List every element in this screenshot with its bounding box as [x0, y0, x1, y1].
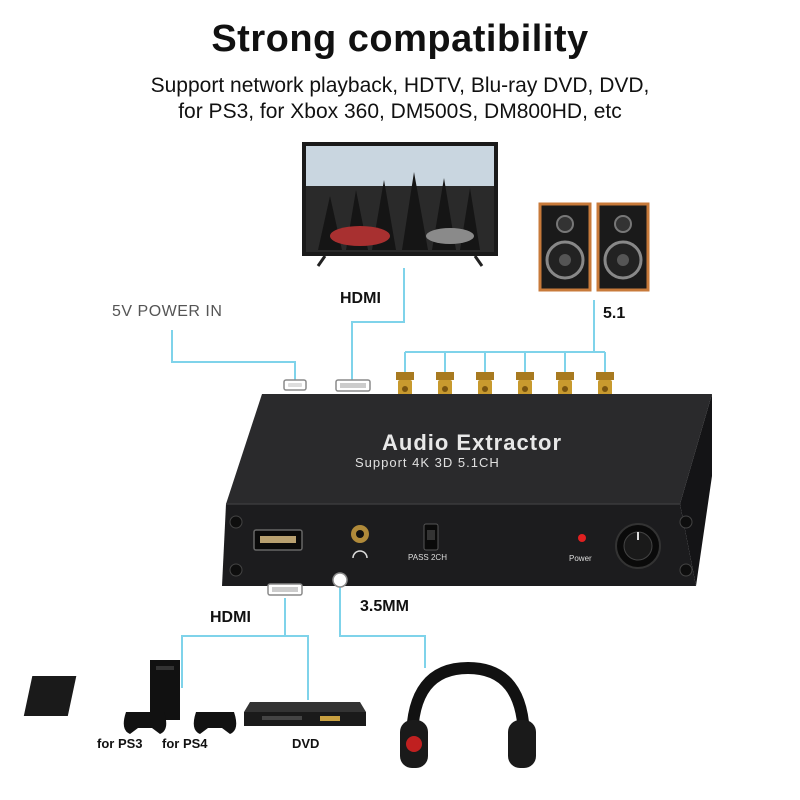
tv-icon [302, 142, 498, 267]
dvd-player-icon [244, 702, 366, 726]
rca-connector-icon [516, 372, 534, 398]
page-title: Strong compatibility [211, 18, 589, 60]
label-ps4: for PS4 [162, 736, 208, 751]
label-surround: 5.1 [603, 305, 626, 322]
rca-connector-icon [596, 372, 614, 398]
rca-connector-icon [436, 372, 454, 398]
subtitle-line-2: for PS3, for Xbox 360, DM500S, DM800HD, … [178, 100, 622, 123]
rca-connector-icon [396, 372, 414, 398]
headphones-icon [400, 661, 536, 768]
label-dvd: DVD [292, 736, 320, 751]
label-jack: 3.5MM [360, 598, 409, 615]
controller-icon [123, 712, 167, 734]
switch-label: PASS 2CH [408, 553, 447, 562]
speaker-icon [596, 202, 650, 292]
rca-connector-icon [476, 372, 494, 398]
connector-lines [171, 268, 606, 700]
controller-icon [193, 712, 237, 734]
volume-knob [615, 523, 661, 569]
audio-extractor-device [222, 394, 712, 586]
hdmi-plug-bottom-icon [267, 583, 303, 596]
label-power-in: 5V POWER IN [112, 303, 223, 320]
usb-power-plug-icon [283, 379, 307, 391]
device-support: Support 4K 3D 5.1CH [355, 455, 500, 470]
power-led [578, 534, 586, 542]
subtitle-line-1: Support network playback, HDTV, Blu-ray … [150, 74, 650, 97]
console-icon [150, 660, 180, 720]
console-icon [23, 676, 77, 716]
speaker-icon [538, 202, 592, 292]
label-ps3: for PS3 [97, 736, 143, 751]
headphone-jack-icon [351, 525, 369, 559]
label-hdmi-bottom: HDMI [210, 609, 251, 626]
pass-2ch-switch [423, 523, 439, 551]
hdmi-port-icon [253, 529, 303, 551]
device-name: Audio Extractor [382, 430, 563, 455]
rca-connector-icon [556, 372, 574, 398]
rca-connectors [396, 372, 614, 398]
jack-plug-icon [332, 572, 348, 588]
label-hdmi-top: HDMI [340, 290, 381, 307]
hdmi-plug-top-icon [335, 379, 371, 392]
power-label: Power [569, 554, 592, 563]
